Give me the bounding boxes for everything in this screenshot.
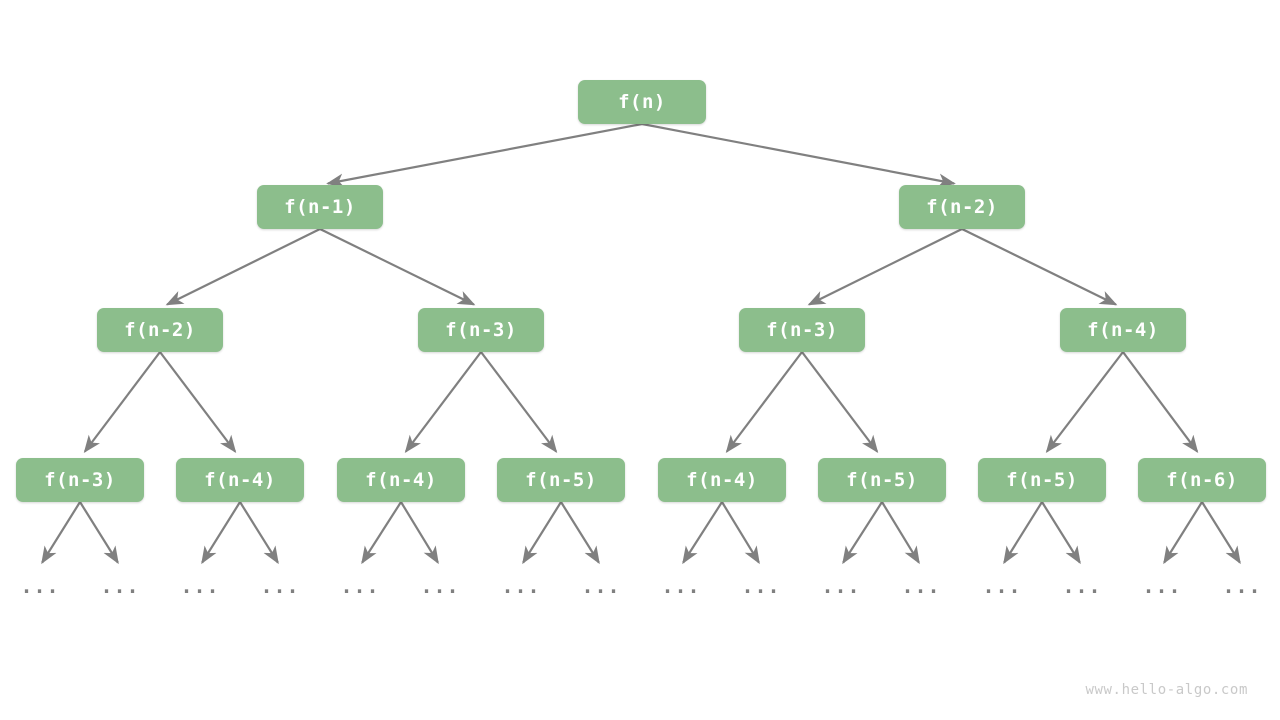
tree-node-n12: f(n-5) <box>818 458 946 502</box>
edge-n0-to-n2 <box>641 122 956 188</box>
edge-n5-to-n11 <box>725 351 803 454</box>
ellipsis-marker: ... <box>901 574 941 598</box>
tree-node-n9: f(n-4) <box>337 458 465 502</box>
leaf-edge-8 <box>682 501 723 565</box>
edge-n6-to-n13 <box>1045 351 1124 454</box>
ellipsis-marker: ... <box>340 574 380 598</box>
tree-node-n5: f(n-3) <box>739 308 865 352</box>
edge-n1-to-n3 <box>165 228 321 306</box>
ellipsis-marker: ... <box>581 574 621 598</box>
tree-node-n1: f(n-1) <box>257 185 383 229</box>
leaf-edge-9 <box>721 501 760 565</box>
leaf-edge-15 <box>1201 501 1241 565</box>
leaf-edge-14 <box>1163 501 1203 565</box>
tree-node-n10: f(n-5) <box>497 458 625 502</box>
edge-n1-to-n4 <box>319 228 476 306</box>
edge-n3-to-n7 <box>83 351 161 454</box>
leaf-edge-7 <box>560 501 600 565</box>
edge-n2-to-n5 <box>807 228 963 306</box>
leaf-edge-2 <box>201 501 241 565</box>
ellipsis-marker: ... <box>180 574 220 598</box>
leaf-edge-12 <box>1003 501 1043 565</box>
edge-n3-to-n8 <box>159 351 237 454</box>
watermark: www.hello-algo.com <box>1085 682 1248 698</box>
ellipsis-marker: ... <box>501 574 541 598</box>
leaf-edge-5 <box>400 501 439 565</box>
edge-n2-to-n6 <box>961 228 1118 306</box>
tree-node-n13: f(n-5) <box>978 458 1106 502</box>
leaf-edge-13 <box>1041 501 1081 565</box>
tree-node-n6: f(n-4) <box>1060 308 1186 352</box>
tree-node-n0: f(n) <box>578 80 706 124</box>
edge-n4-to-n10 <box>480 351 558 454</box>
leaf-edge-10 <box>842 501 883 565</box>
leaf-edge-4 <box>361 501 402 565</box>
ellipsis-marker: ... <box>1222 574 1262 598</box>
ellipsis-marker: ... <box>260 574 300 598</box>
tree-node-n3: f(n-2) <box>97 308 223 352</box>
ellipsis-marker: ... <box>100 574 140 598</box>
ellipsis-marker: ... <box>982 574 1022 598</box>
ellipsis-marker: ... <box>1062 574 1102 598</box>
leaf-edge-6 <box>522 501 562 565</box>
edge-n4-to-n9 <box>404 351 482 454</box>
leaf-edge-11 <box>881 501 920 565</box>
tree-node-n2: f(n-2) <box>899 185 1025 229</box>
leaf-edge-0 <box>41 501 81 565</box>
edge-n5-to-n12 <box>801 351 879 454</box>
tree-node-n8: f(n-4) <box>176 458 304 502</box>
ellipsis-marker: ... <box>741 574 781 598</box>
leaf-edge-1 <box>79 501 119 565</box>
tree-node-n11: f(n-4) <box>658 458 786 502</box>
ellipsis-marker: ... <box>20 574 60 598</box>
edge-n0-to-n1 <box>326 122 643 188</box>
tree-node-n7: f(n-3) <box>16 458 144 502</box>
tree-node-n14: f(n-6) <box>1138 458 1266 502</box>
ellipsis-marker: ... <box>661 574 701 598</box>
ellipsis-marker: ... <box>1142 574 1182 598</box>
edge-n6-to-n14 <box>1122 351 1199 453</box>
ellipsis-marker: ... <box>821 574 861 598</box>
ellipsis-marker: ... <box>420 574 460 598</box>
tree-node-n4: f(n-3) <box>418 308 544 352</box>
leaf-edge-3 <box>239 501 279 565</box>
